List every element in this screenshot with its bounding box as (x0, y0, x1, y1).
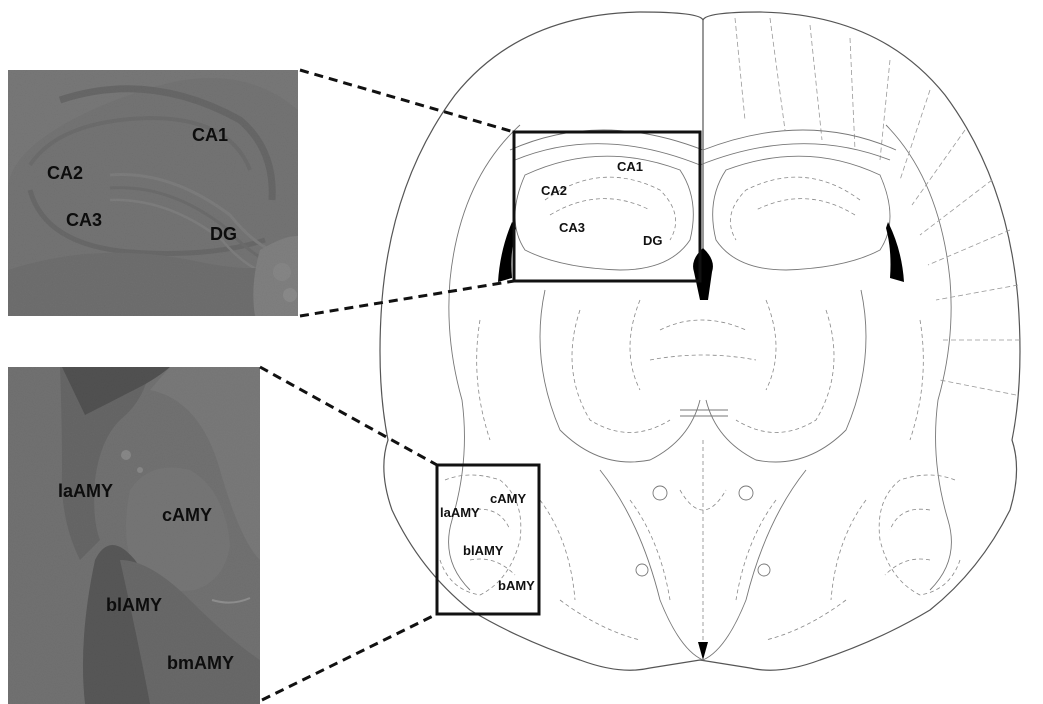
photo-label-bmamy: bmAMY (167, 653, 234, 673)
atlas-label-dg: DG (643, 233, 663, 248)
atlas-label-camy: cAMY (490, 491, 526, 506)
atlas-label-ca2: CA2 (541, 183, 567, 198)
photo-label-ca2: CA2 (47, 163, 83, 183)
atlas-label-ca3: CA3 (559, 220, 585, 235)
photo-label-blamy: blAMY (106, 595, 162, 615)
atlas-label-ca1: CA1 (617, 159, 643, 174)
photo-label-camy: cAMY (162, 505, 212, 525)
hippocampus-photo (8, 70, 298, 316)
cortical-rays (735, 18, 1020, 395)
photo-label-laamy: laAMY (58, 481, 113, 501)
atlas-label-laamy: laAMY (440, 505, 480, 520)
atlas-coronal-section (380, 12, 1020, 670)
photo-label-ca1: CA1 (192, 125, 228, 145)
photo-label-ca3: CA3 (66, 210, 102, 230)
connector-lines (260, 70, 514, 700)
atlas-label-bamy: bAMY (498, 578, 535, 593)
atlas-label-blamy: blAMY (463, 543, 504, 558)
photo-label-dg: DG (210, 224, 237, 244)
